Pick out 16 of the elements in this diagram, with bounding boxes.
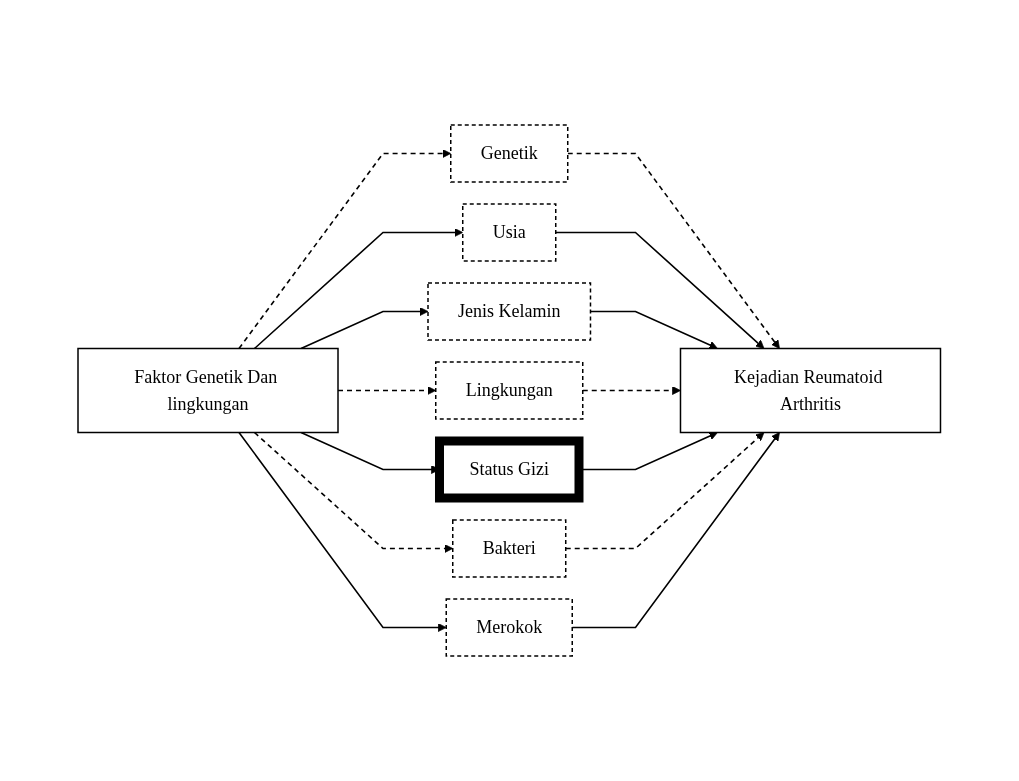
arrow bbox=[565, 432, 765, 550]
node-box: Lingkungan bbox=[435, 361, 584, 420]
arrow bbox=[555, 231, 765, 349]
arrow bbox=[238, 431, 447, 632]
node-box: Status Gizi bbox=[435, 436, 584, 503]
node-box: Faktor Genetik Dan lingkungan bbox=[77, 347, 339, 434]
node-box: Jenis Kelamin bbox=[427, 282, 592, 341]
arrow bbox=[567, 152, 781, 349]
node-box: Usia bbox=[462, 203, 557, 262]
arrow bbox=[238, 149, 452, 350]
node-box: Genetik bbox=[450, 124, 569, 183]
node-box: Bakteri bbox=[452, 519, 567, 578]
arrow bbox=[300, 307, 429, 350]
node-box: Kejadian Reumatoid Arthritis bbox=[680, 347, 942, 434]
arrow bbox=[253, 431, 454, 553]
node-box: Merokok bbox=[445, 598, 574, 657]
